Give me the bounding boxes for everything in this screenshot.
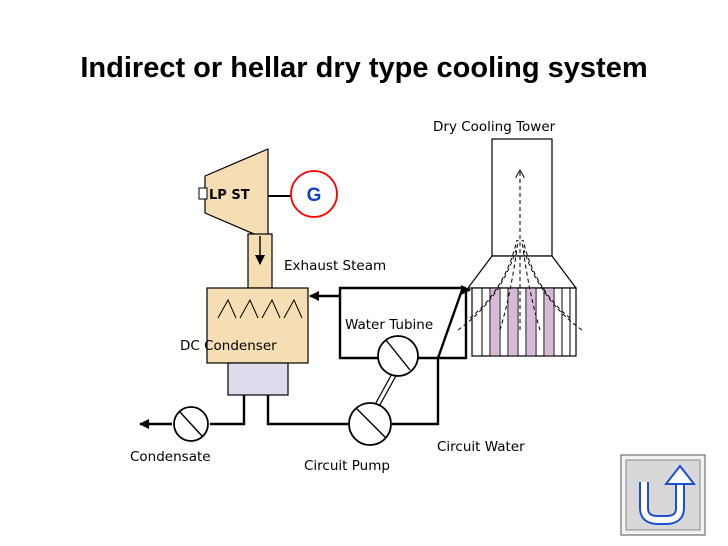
exhaust-steam-label: Exhaust Steam — [284, 258, 386, 274]
piping — [139, 285, 471, 429]
lp-st-label: LP ST — [209, 188, 250, 203]
dry-cooling-tower — [457, 138, 583, 357]
return-button[interactable] — [620, 454, 706, 536]
return-u-turn-arrow-icon — [620, 454, 706, 536]
exhaust-duct — [247, 233, 273, 289]
water-turbine-label: Water Tubine — [345, 317, 433, 333]
dc-condenser — [206, 287, 309, 396]
water-turbine — [377, 335, 419, 377]
circuit-pump-label: Circuit Pump — [304, 458, 390, 474]
circuit-water-label: Circuit Water — [437, 439, 525, 455]
generator — [290, 170, 338, 218]
dry-cooling-tower-label: Dry Cooling Tower — [433, 119, 556, 135]
condensate-label: Condensate — [130, 449, 211, 465]
page-title: Indirect or hellar dry type cooling syst… — [80, 52, 648, 84]
condensate-pump — [173, 406, 209, 442]
circuit-pump — [348, 402, 392, 446]
dc-condenser-label: DC Condenser — [180, 338, 277, 354]
generator-label: G — [307, 185, 322, 206]
